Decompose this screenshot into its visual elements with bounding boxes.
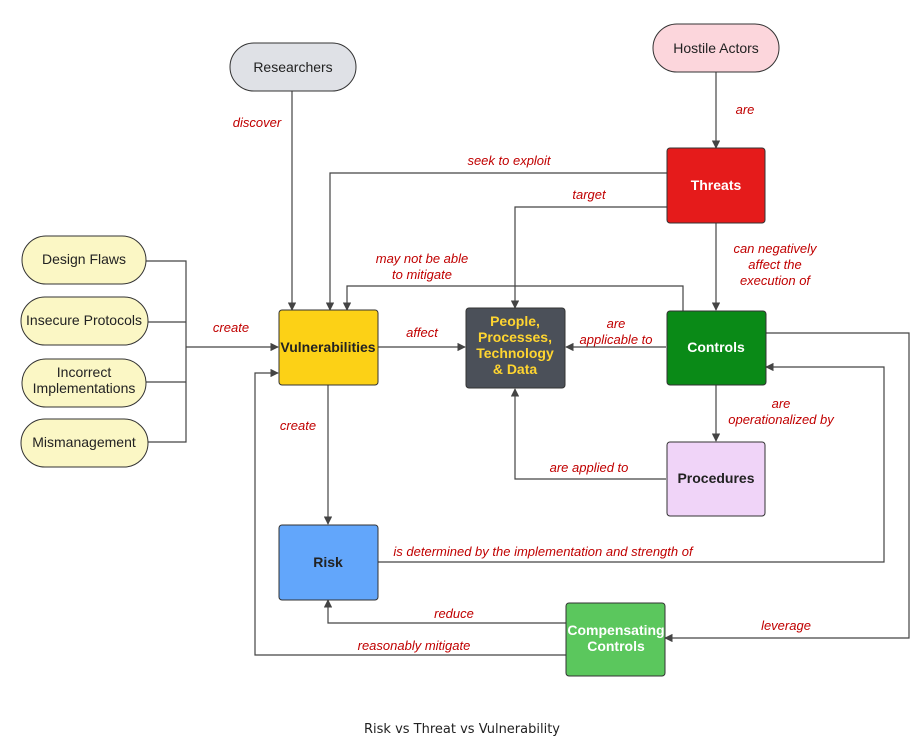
controls-label: Controls <box>687 339 745 355</box>
label-may-not-mitigate-2: to mitigate <box>392 267 452 282</box>
hostile-actors-label: Hostile Actors <box>673 40 759 56</box>
threats-label: Threats <box>691 177 742 193</box>
node-vulnerabilities: Vulnerabilities <box>278 309 379 386</box>
compensating-controls-label-2: Controls <box>587 638 645 654</box>
assets-label-1: People, <box>490 313 540 329</box>
label-are-applied-to: are applied to <box>550 460 629 475</box>
risk-label: Risk <box>313 554 343 570</box>
node-hostile-actors: Hostile Actors <box>652 23 780 73</box>
label-leverage: leverage <box>761 618 811 633</box>
node-threats: Threats <box>666 147 766 224</box>
assets-label-2: Processes, <box>478 329 552 345</box>
node-procedures: Procedures <box>666 441 766 517</box>
label-may-not-mitigate-1: may not be able <box>376 251 469 266</box>
label-affect: affect <box>406 325 439 340</box>
assets-label-3: Technology <box>476 345 554 361</box>
label-are-applicable-1: are <box>607 316 626 331</box>
node-mismanagement: Mismanagement <box>20 418 149 468</box>
label-can-negatively-3: execution of <box>740 273 811 288</box>
label-are-applicable-2: applicable to <box>580 332 653 347</box>
label-is-determined: is determined by the implementation and … <box>393 544 694 559</box>
edges <box>146 72 910 656</box>
edge-labels: discover are seek to exploit target can … <box>213 102 835 653</box>
label-target: target <box>572 187 607 202</box>
label-discover: discover <box>233 115 282 130</box>
procedures-label: Procedures <box>677 470 754 486</box>
label-reasonably-mitigate: reasonably mitigate <box>358 638 471 653</box>
risk-threat-vulnerability-diagram: discover are seek to exploit target can … <box>20 23 910 677</box>
label-create-flaws: create <box>213 320 249 335</box>
edge-compensating-risk <box>323 599 566 624</box>
mismanagement-label: Mismanagement <box>32 434 136 450</box>
edge-procedures-assets <box>510 388 666 480</box>
node-researchers: Researchers <box>229 42 357 92</box>
incorrect-implementations-label-2: Implementations <box>33 380 136 396</box>
edge-mismanagement <box>148 347 187 443</box>
node-controls: Controls <box>666 310 767 386</box>
edge-threats-assets <box>510 206 667 309</box>
vulnerabilities-label: Vulnerabilities <box>280 339 375 355</box>
label-can-negatively-2: affect the <box>748 257 801 272</box>
incorrect-implementations-label-1: Incorrect <box>57 364 112 380</box>
edge-threats-vulnerabilities <box>325 172 667 311</box>
insecure-protocols-label: Insecure Protocols <box>26 312 142 328</box>
label-are: are <box>736 102 755 117</box>
assets-label-4: & Data <box>493 361 538 377</box>
edge-controls-compensating <box>664 332 910 643</box>
diagram-caption: Risk vs Threat vs Vulnerability <box>364 722 560 737</box>
node-incorrect-implementations: Incorrect Implementations <box>21 358 147 408</box>
label-seek-to-exploit: seek to exploit <box>467 153 551 168</box>
label-are-operationalized-1: are <box>772 396 791 411</box>
label-create-risk: create <box>280 418 316 433</box>
node-compensating-controls: Compensating Controls <box>565 602 666 677</box>
edge-risk-controls <box>378 362 885 563</box>
label-are-operationalized-2: operationalized by <box>728 412 835 427</box>
node-insecure-protocols: Insecure Protocols <box>20 296 149 346</box>
node-risk: Risk <box>278 524 379 601</box>
compensating-controls-label-1: Compensating <box>567 622 664 638</box>
edge-controls-vulnerabilities <box>342 285 684 311</box>
node-assets: People, Processes, Technology & Data <box>465 307 566 389</box>
design-flaws-label: Design Flaws <box>42 251 126 267</box>
edge-design-flaws <box>146 260 187 347</box>
researchers-label: Researchers <box>253 59 332 75</box>
label-reduce: reduce <box>434 606 474 621</box>
label-can-negatively-1: can negatively <box>733 241 818 256</box>
node-design-flaws: Design Flaws <box>21 235 147 285</box>
edge-compensating-vulnerabilities <box>254 368 566 656</box>
